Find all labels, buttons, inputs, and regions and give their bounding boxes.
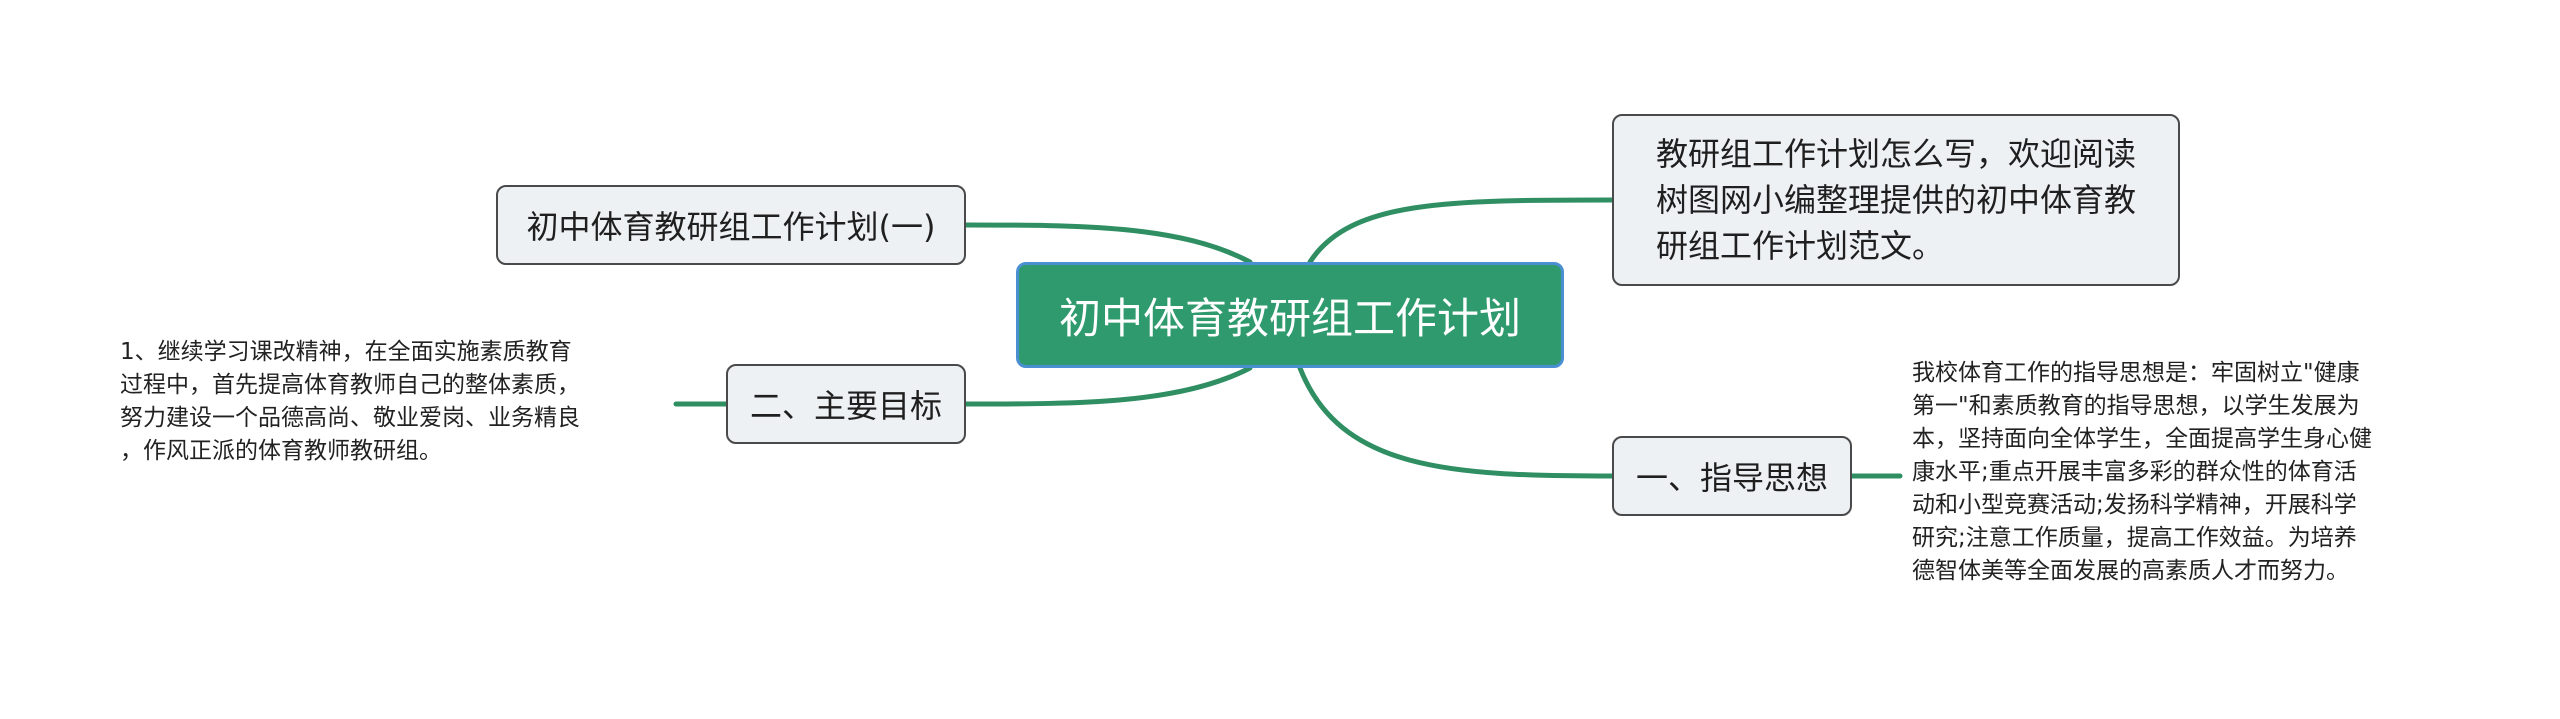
intro-node[interactable]: 教研组工作计划怎么写，欢迎阅读 树图网小编整理提供的初中体育教 研组工作计划范文… (1612, 114, 2180, 286)
plan-one-node-label: 初中体育教研组工作计划(一) (526, 208, 936, 246)
connector-root-to-plan1 (963, 222, 1253, 265)
root-topic[interactable]: 初中体育教研组工作计划 (1016, 262, 1564, 368)
connector-root-to-goals (963, 365, 1253, 407)
plan-one-node[interactable]: 初中体育教研组工作计划(一) (496, 185, 966, 265)
main-goals-node-label: 二、主要目标 (749, 387, 942, 425)
connector-root-to-guide (1297, 365, 1615, 479)
root-topic-label: 初中体育教研组工作计划 (1058, 293, 1521, 343)
main-goals-node[interactable]: 二、主要目标 (726, 364, 966, 444)
guiding-thought-node[interactable]: 一、指导思想 (1612, 436, 1852, 516)
connector-root-to-intro (1307, 197, 1615, 265)
intro-node-label: 教研组工作计划怎么写，欢迎阅读 树图网小编整理提供的初中体育教 研组工作计划范文… (1655, 135, 2136, 265)
guiding-thought-node-label: 一、指导思想 (1635, 459, 1828, 497)
main-goals-detail-text[interactable]: 1、继续学习课改精神，在全面实施素质教育 过程中，首先提高体育教师自己的整体素质… (120, 339, 580, 464)
guiding-thought-detail-text[interactable]: 我校体育工作的指导思想是：牢固树立"健康 第一"和素质教育的指导思想，以学生发展… (1912, 360, 2372, 584)
